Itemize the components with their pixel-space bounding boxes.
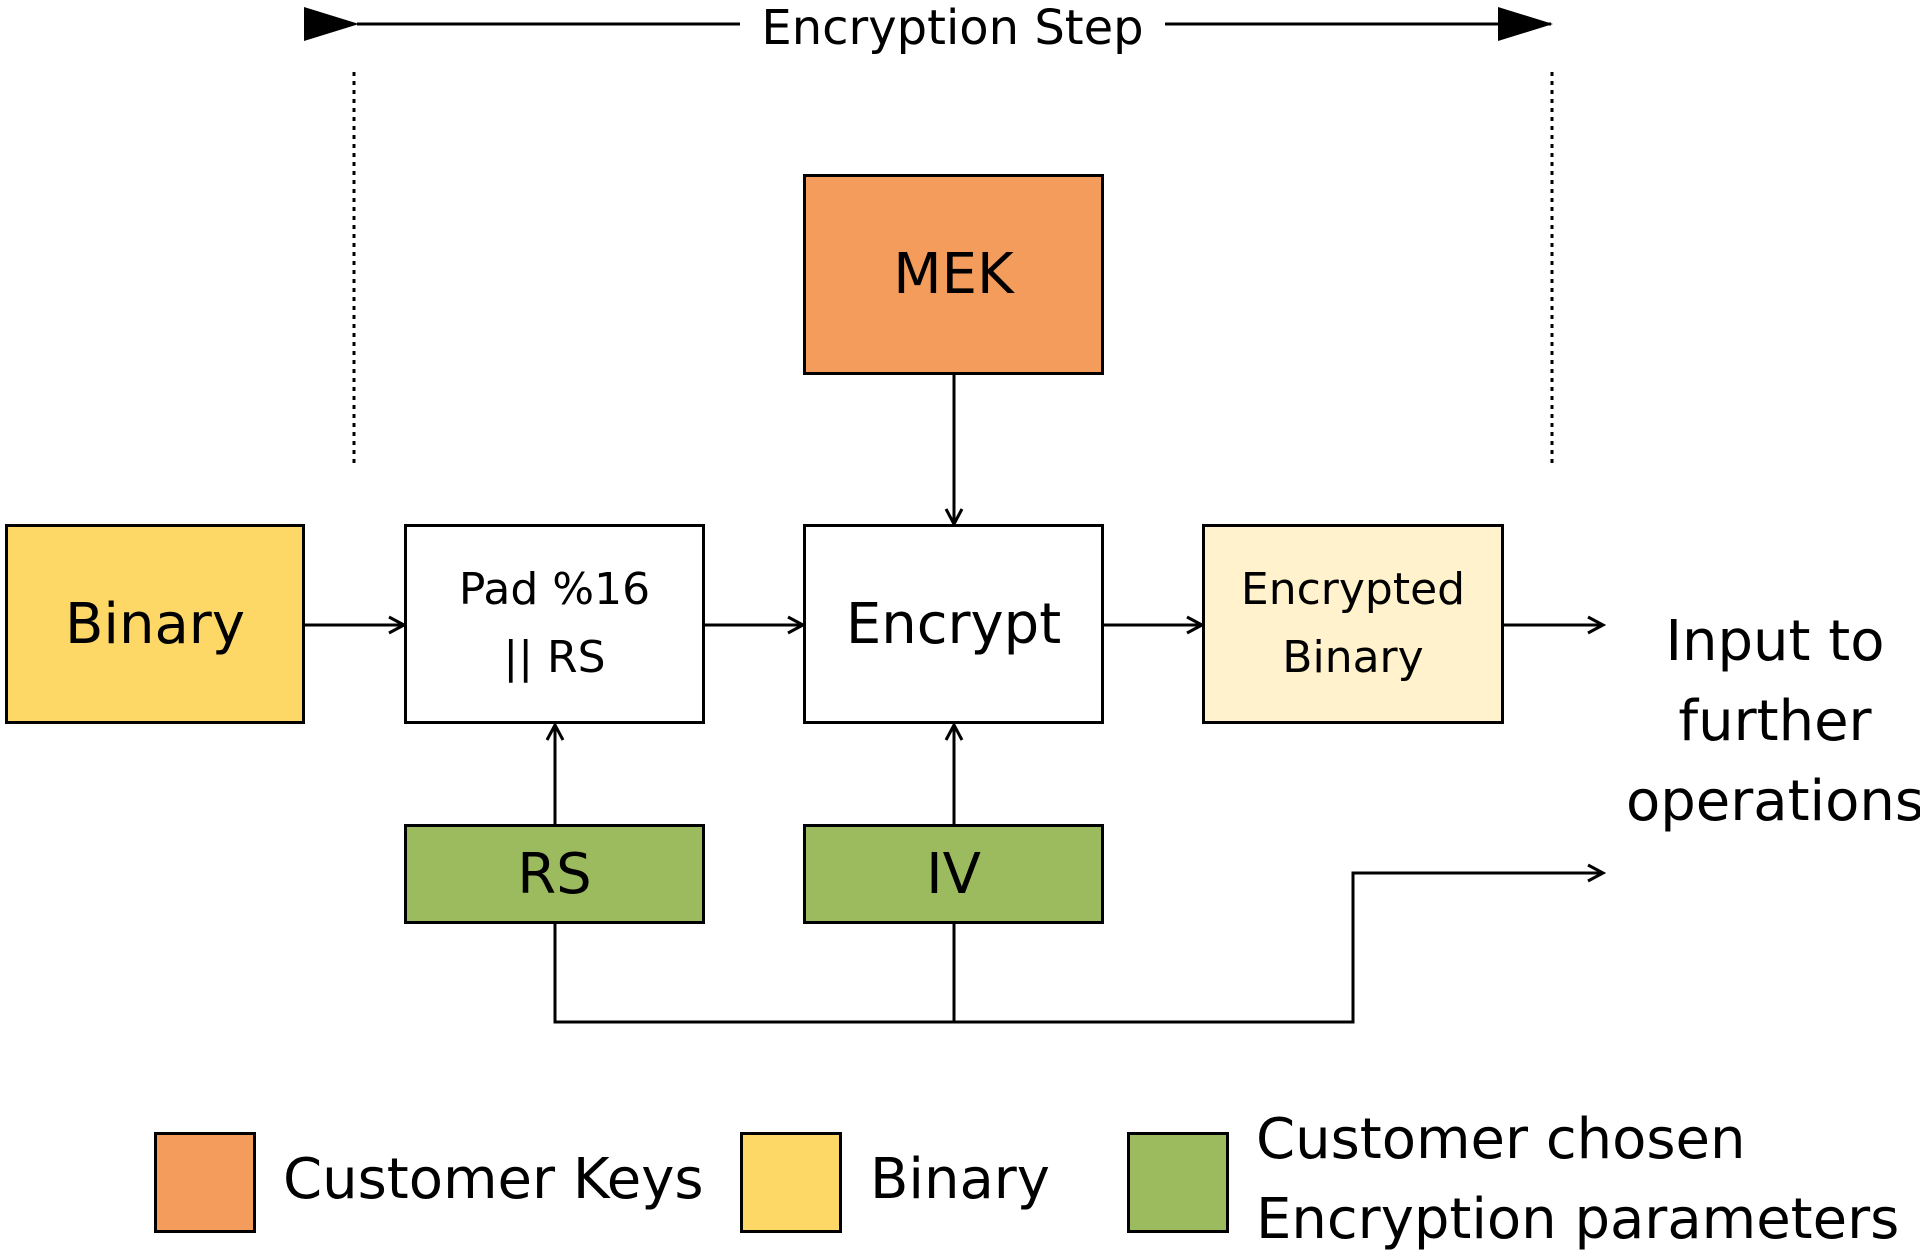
pad-line-1: Pad %16 — [458, 564, 651, 615]
params-route — [954, 873, 1603, 1024]
encrypted-binary-line-1: Encrypted — [1240, 564, 1466, 615]
mek-label: MEK — [893, 242, 1014, 307]
legend-swatch-parameters — [1127, 1132, 1229, 1233]
legend-label-parameters-line-1: Customer chosen — [1256, 1107, 1746, 1172]
rs-label: RS — [517, 841, 592, 907]
output-note-line-1: Input to — [1665, 609, 1885, 674]
iv-label: IV — [926, 841, 981, 907]
encrypt-box: Encrypt — [803, 524, 1104, 724]
output-note-line-3: operations — [1625, 769, 1920, 834]
output-note: Input to further operations — [1615, 602, 1920, 842]
binary-box: Binary — [5, 524, 305, 724]
pad-line-2: || RS — [503, 632, 606, 683]
encryption-step-title: Encryption Step — [761, 0, 1144, 56]
legend-swatch-binary — [740, 1132, 842, 1233]
legend-swatch-customer-keys — [154, 1132, 256, 1233]
legend-label-parameters-line-2: Encryption parameters — [1256, 1187, 1900, 1252]
binary-label: Binary — [65, 591, 245, 657]
arrow-params-to-output — [553, 924, 954, 1024]
pad-box: Pad %16 || RS — [404, 524, 705, 724]
encrypted-binary-box: Encrypted Binary — [1202, 524, 1504, 724]
output-note-line-2: further — [1678, 689, 1872, 754]
rs-box: RS — [404, 824, 705, 924]
mek-box: MEK — [803, 174, 1104, 375]
iv-box: IV — [803, 824, 1104, 924]
encrypt-label: Encrypt — [845, 591, 1062, 657]
encrypted-binary-line-2: Binary — [1282, 632, 1424, 683]
legend-label-binary: Binary — [870, 1147, 1050, 1212]
legend-label-customer-keys: Customer Keys — [283, 1147, 704, 1212]
